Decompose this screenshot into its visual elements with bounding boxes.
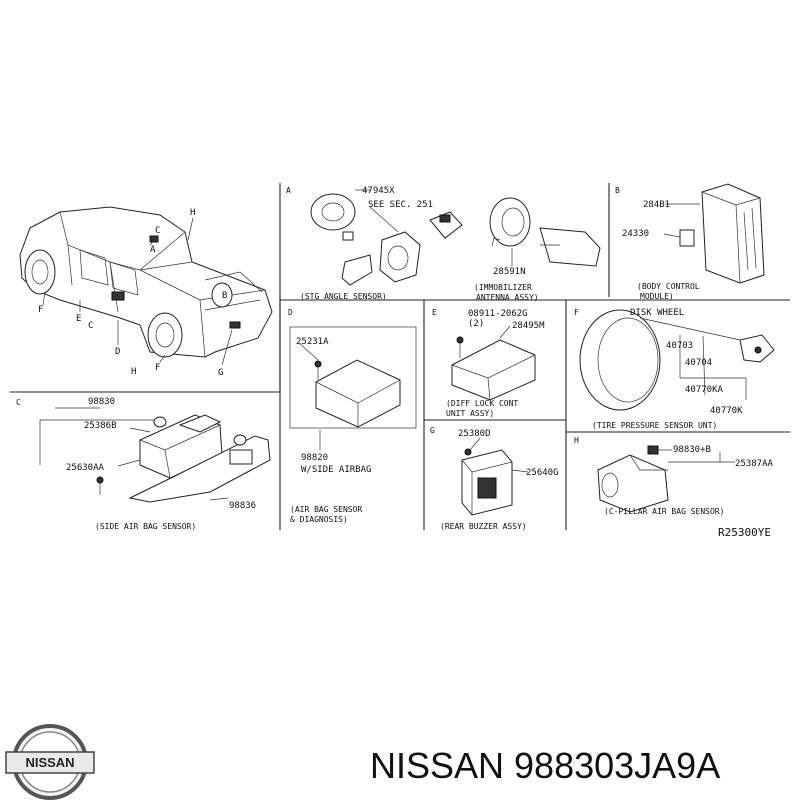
part-25640g: 25640G — [526, 468, 559, 478]
part-40770ka: 40770KA — [685, 385, 724, 395]
caption-immobilizer-line1: (IMMOBILIZER — [474, 283, 532, 292]
caption-diff-lock-line2: UNIT ASSY) — [446, 409, 494, 418]
part-28591n: 28591N — [493, 267, 526, 277]
panel-g: G 25380D 25640G (REAR BUZZER ASSY) — [430, 426, 559, 531]
part-25231a: 25231A — [296, 337, 329, 347]
truck-callout-g: G — [218, 368, 223, 378]
truck-callout-e: E — [76, 314, 81, 324]
label-disk-wheel: DISK WHEEL — [630, 308, 684, 318]
truck-callout-h1: H — [190, 208, 195, 218]
diagram-id: R25300YE — [718, 526, 771, 539]
panel-h: H 98830+B 25387AA (C-PILLAR AIR BAG SENS… — [574, 436, 774, 516]
part-98830-b: 98830+B — [673, 445, 711, 455]
part-25630aa: 25630AA — [66, 463, 105, 473]
panel-e-letter: E — [432, 308, 437, 317]
part-25387aa: 25387AA — [735, 459, 774, 469]
caption-body-control-line1: (BODY CONTROL — [637, 282, 700, 291]
panel-d: D 25231A 98820 W/SIDE AIRBAG (AIR BAG SE… — [288, 308, 417, 524]
caption-immobilizer-line2: ANTENNA ASSY) — [476, 293, 539, 302]
panel-a: A 47945X SEE SEC. 251 (STG ANGLE SENSOR)… — [286, 186, 601, 302]
footer-part-number: NISSAN 988303JA9A — [370, 745, 720, 786]
caption-tire-pressure: (TIRE PRESSURE SENSOR UNT) — [592, 421, 717, 430]
caption-side-airbag-sensor: (SIDE AIR BAG SENSOR) — [95, 522, 196, 531]
ref-see-sec-251: SEE SEC. 251 — [368, 200, 433, 210]
part-25386b: 25386B — [84, 421, 117, 431]
truck-callout-a: A — [150, 245, 156, 255]
truck-callout-f2: F — [155, 363, 160, 373]
panel-b-letter: B — [615, 186, 620, 195]
panel-d-letter: D — [288, 308, 293, 317]
caption-body-control-line2: MODULE) — [640, 292, 674, 301]
truck-callout-h2: H — [131, 367, 136, 377]
part-98830-c: 98830 — [88, 397, 115, 407]
part-40703: 40703 — [666, 341, 693, 351]
part-08911-2062g: 08911-2062G — [468, 309, 528, 319]
note-side-airbag: W/SIDE AIRBAG — [301, 465, 371, 475]
truck-callouts: H C A B G F D H C E F — [38, 208, 227, 378]
truck-callout-d: D — [115, 347, 120, 357]
panel-a-letter: A — [286, 186, 291, 195]
part-08911-qty: (2) — [468, 319, 484, 329]
part-47945x: 47945X — [362, 186, 395, 196]
truck-callout-f1: F — [38, 305, 43, 315]
caption-diff-lock-line1: (DIFF LOCK CONT — [446, 399, 518, 408]
caption-airbag-sensor-line2: & DIAGNOSIS) — [290, 515, 348, 524]
truck-callout-b: B — [222, 291, 227, 301]
panel-e: E 08911-2062G (2) 28495M (DIFF LOCK CONT… — [432, 308, 545, 418]
part-25380d: 25380D — [458, 429, 491, 439]
panel-b: B 284B1 24330 (BODY CONTROL MODULE) — [615, 183, 765, 301]
part-284b1: 284B1 — [643, 200, 670, 210]
panel-h-letter: H — [574, 436, 579, 445]
caption-airbag-sensor-line1: (AIR BAG SENSOR — [290, 505, 362, 514]
panel-c-letter: C — [16, 398, 21, 407]
caption-c-pillar-airbag: (C-PILLAR AIR BAG SENSOR) — [604, 507, 724, 516]
panel-g-letter: G — [430, 426, 435, 435]
panel-borders — [10, 183, 790, 530]
panel-c: C 98830 25386B 25630AA 98836 (SIDE AIR B… — [16, 397, 271, 531]
logo-wordmark: NISSAN — [25, 755, 74, 770]
panel-f: F DISK WHEEL 40703 40704 40770KA 40770K … — [574, 308, 775, 430]
truck-illustration — [19, 206, 273, 366]
part-98836: 98836 — [229, 501, 256, 511]
part-28495m: 28495M — [512, 321, 545, 331]
part-40704: 40704 — [685, 358, 712, 368]
caption-stg-angle-sensor: (STG ANGLE SENSOR) — [300, 292, 387, 301]
caption-rear-buzzer: (REAR BUZZER ASSY) — [440, 522, 527, 531]
part-40770k: 40770K — [710, 406, 743, 416]
truck-callout-c1: C — [155, 226, 160, 236]
truck-callout-c2: C — [88, 321, 93, 331]
nissan-logo: NISSAN — [5, 724, 95, 800]
part-98820: 98820 — [301, 453, 328, 463]
panel-f-letter: F — [574, 308, 579, 317]
part-24330: 24330 — [622, 229, 649, 239]
